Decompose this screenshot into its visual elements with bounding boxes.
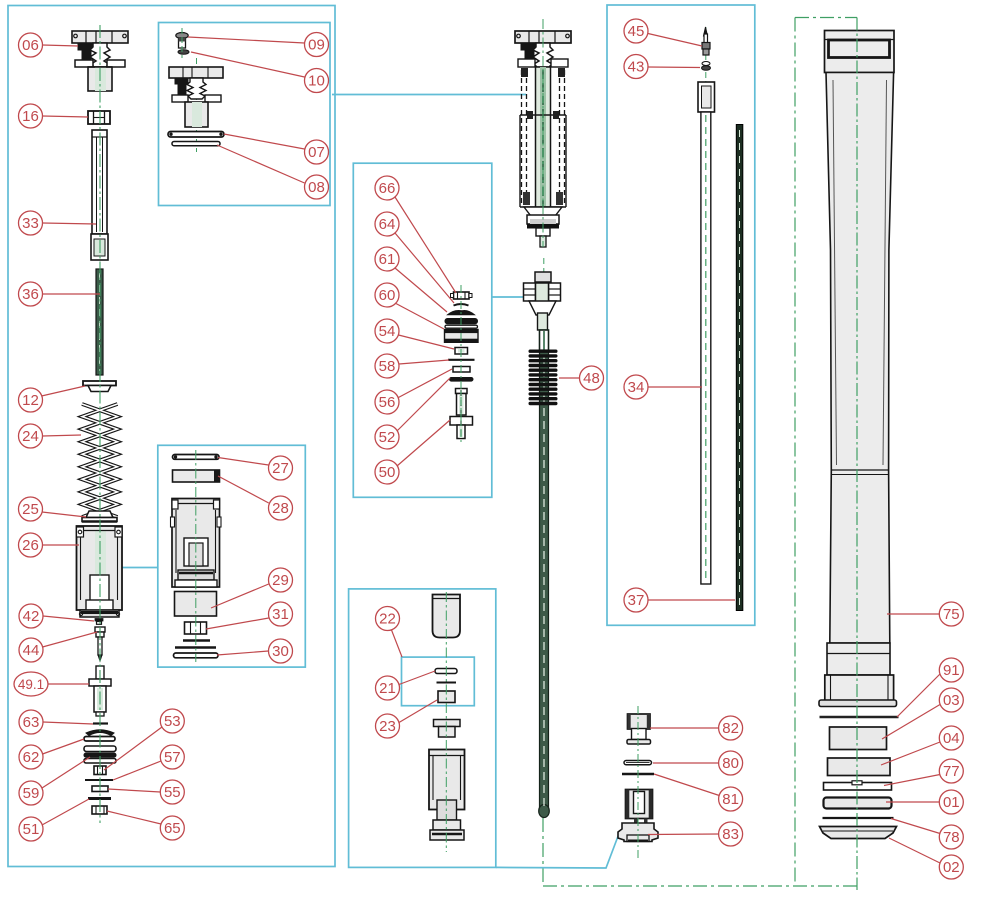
svg-text:52: 52: [379, 429, 396, 446]
svg-text:63: 63: [23, 714, 40, 731]
svg-text:43: 43: [628, 59, 645, 76]
svg-text:49.1: 49.1: [18, 677, 44, 692]
svg-text:34: 34: [628, 379, 645, 396]
svg-text:37: 37: [628, 592, 645, 609]
svg-text:77: 77: [943, 763, 960, 780]
svg-text:65: 65: [164, 820, 181, 837]
svg-text:78: 78: [943, 829, 960, 846]
svg-text:31: 31: [272, 606, 289, 623]
svg-text:06: 06: [22, 37, 39, 54]
svg-text:56: 56: [379, 394, 396, 411]
svg-text:09: 09: [308, 37, 325, 54]
svg-text:55: 55: [164, 784, 181, 801]
svg-text:83: 83: [722, 826, 739, 843]
svg-text:07: 07: [308, 144, 325, 161]
svg-text:10: 10: [308, 73, 325, 90]
svg-text:57: 57: [164, 749, 181, 766]
svg-text:66: 66: [379, 180, 396, 197]
svg-text:61: 61: [379, 251, 396, 268]
svg-text:54: 54: [379, 323, 396, 340]
svg-text:01: 01: [943, 794, 960, 811]
svg-text:28: 28: [272, 500, 289, 517]
svg-text:12: 12: [22, 392, 39, 409]
svg-text:53: 53: [164, 713, 181, 730]
svg-text:60: 60: [379, 287, 396, 304]
svg-text:62: 62: [23, 749, 40, 766]
svg-text:22: 22: [379, 611, 396, 628]
svg-text:75: 75: [943, 606, 960, 623]
svg-text:21: 21: [379, 680, 396, 697]
svg-text:59: 59: [23, 785, 40, 802]
svg-text:33: 33: [22, 215, 39, 232]
svg-text:91: 91: [943, 662, 960, 679]
svg-text:36: 36: [22, 286, 39, 303]
svg-text:23: 23: [379, 718, 396, 735]
svg-text:82: 82: [722, 720, 739, 737]
svg-text:16: 16: [22, 108, 39, 125]
svg-text:02: 02: [943, 859, 960, 876]
svg-text:08: 08: [308, 179, 325, 196]
svg-text:64: 64: [379, 216, 396, 233]
svg-text:26: 26: [22, 537, 39, 554]
svg-text:42: 42: [23, 608, 40, 625]
svg-text:29: 29: [272, 572, 289, 589]
svg-text:30: 30: [272, 643, 289, 660]
svg-text:27: 27: [272, 460, 289, 477]
svg-text:48: 48: [583, 370, 600, 387]
svg-text:81: 81: [722, 791, 739, 808]
svg-text:25: 25: [22, 501, 39, 518]
svg-text:24: 24: [22, 428, 39, 445]
svg-text:44: 44: [23, 642, 40, 659]
svg-text:50: 50: [379, 464, 396, 481]
svg-text:51: 51: [23, 821, 40, 838]
svg-text:03: 03: [943, 692, 960, 709]
svg-text:58: 58: [379, 358, 396, 375]
svg-text:80: 80: [722, 755, 739, 772]
svg-text:45: 45: [628, 23, 645, 40]
svg-text:04: 04: [943, 730, 960, 747]
